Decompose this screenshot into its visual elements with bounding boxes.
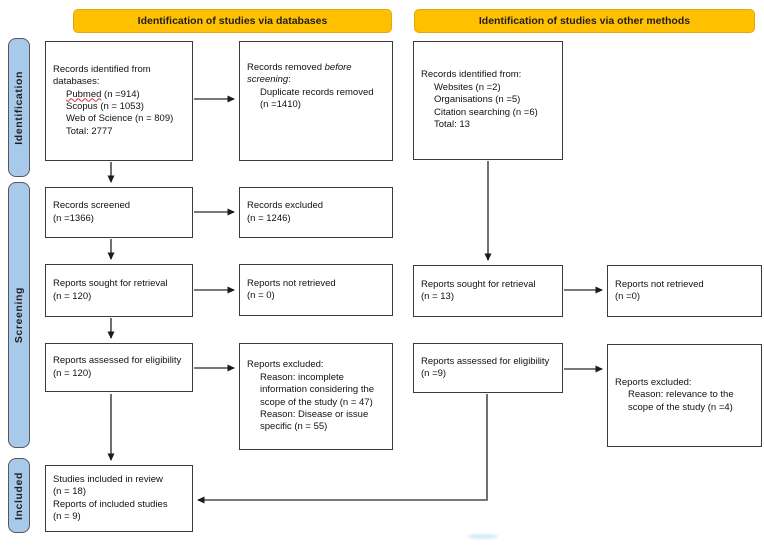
box-reports-sought-databases: Reports sought for retrieval(n = 120) — [45, 264, 193, 317]
stage-label-screening: Screening — [8, 182, 30, 448]
box-reports-excluded-other: Reports excluded:Reason: relevance to th… — [607, 344, 762, 447]
box-records-screened: Records screened(n =1366) — [45, 187, 193, 238]
stage-label-identification-text: Identification — [13, 70, 25, 145]
header-other-methods: Identification of studies via other meth… — [414, 9, 755, 33]
header-databases: Identification of studies via databases — [73, 9, 392, 33]
stage-label-screening-text: Screening — [13, 286, 25, 344]
highlight-artifact — [468, 534, 498, 539]
box-studies-included: Studies included in review(n = 18)Report… — [45, 465, 193, 532]
box-reports-assessed-databases: Reports assessed for eligibility(n = 120… — [45, 343, 193, 392]
box-records-identified-other: Records identified from:Websites (n =2)O… — [413, 41, 563, 160]
stage-label-included-text: Included — [13, 471, 25, 520]
box-reports-assessed-other: Reports assessed for eligibility(n =9) — [413, 343, 563, 393]
stage-label-included: Included — [8, 458, 30, 533]
box-reports-not-retrieved-other: Reports not retrieved(n =0) — [607, 265, 762, 317]
box-reports-not-retrieved-databases: Reports not retrieved(n = 0) — [239, 264, 393, 316]
box-records-excluded: Records excluded(n = 1246) — [239, 187, 393, 238]
box-reports-sought-other: Reports sought for retrieval(n = 13) — [413, 265, 563, 317]
stage-label-identification: Identification — [8, 38, 30, 177]
